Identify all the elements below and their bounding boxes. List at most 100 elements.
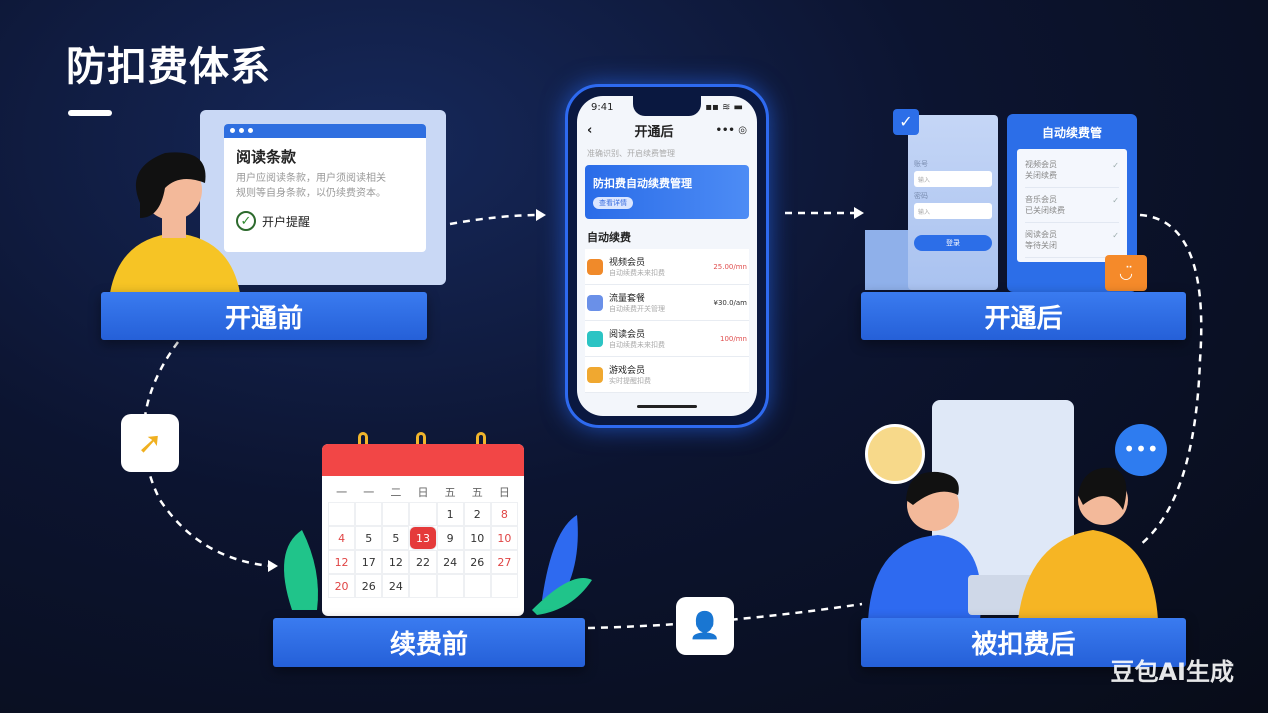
login-button[interactable]: 登录 <box>914 235 992 251</box>
auto-renew-item[interactable]: 视频会员关闭续费✓ <box>1025 153 1119 188</box>
checkmark-icon: ✓ <box>236 211 256 231</box>
calendar-day[interactable]: 2 <box>463 502 491 526</box>
checkmark-icon: ✓ <box>1112 196 1119 205</box>
calendar-day[interactable]: 17 <box>355 550 383 574</box>
item-name: 阅读会员 <box>609 330 646 340</box>
weekday-label: 日 <box>417 486 429 499</box>
calendar-day[interactable] <box>328 502 356 526</box>
people-illustration <box>868 467 1158 620</box>
avatar <box>865 424 925 484</box>
calendar-day[interactable] <box>409 574 437 598</box>
checkmark-icon: ✓ <box>893 109 919 135</box>
more-icon[interactable]: ••• ◎ <box>715 125 747 136</box>
watermark: 豆包AI生成 <box>1110 658 1234 686</box>
password-input[interactable]: 输入 <box>914 203 992 219</box>
phone-subtitle: 准确识别、开启续费管理 <box>587 149 675 158</box>
calendar-day[interactable]: 24 <box>382 574 410 598</box>
service-icon <box>587 258 603 275</box>
calendar-day[interactable] <box>436 574 464 598</box>
form-label: 账号 <box>914 160 928 168</box>
banner-title: 防扣费自动续费管理 <box>593 177 692 190</box>
item-name: 游戏会员 <box>609 366 646 376</box>
auto-renew-item[interactable]: 音乐会员已关闭续费 ✓ <box>1025 188 1119 223</box>
calendar-day[interactable] <box>409 502 437 526</box>
terms-body-2: 规则等自身条款，以仍续费资本。 <box>236 188 386 199</box>
calendar-day[interactable]: 1 <box>436 502 464 526</box>
stage-after-open: 开通后 <box>861 292 1186 340</box>
item-desc: 自动续费未来扣费 <box>609 341 665 349</box>
calendar-day[interactable] <box>382 502 410 526</box>
calendar-day[interactable]: 20 <box>328 574 356 598</box>
item-price: ¥30.0/am <box>713 298 747 307</box>
weekday-label: 一 <box>363 486 375 499</box>
calendar-day[interactable]: 24 <box>436 550 464 574</box>
auto-renew-item[interactable]: 阅读会员等待关闭 ✓ <box>1025 223 1119 258</box>
item-desc: 自动续费未来扣费 <box>609 269 665 277</box>
weekday-label: 一 <box>336 486 348 499</box>
item-price: 100/mn <box>720 334 747 343</box>
nav-title: 开通后 <box>634 125 674 140</box>
checkmark-icon: ✓ <box>1112 161 1119 170</box>
calendar-day[interactable]: 13 <box>409 526 437 550</box>
calendar-day[interactable] <box>463 574 491 598</box>
smiley-box-icon: ◡̈ <box>1105 255 1147 291</box>
item-name: 视频会员 <box>1025 160 1057 169</box>
renewal-item[interactable]: 流量套餐自动续费开关管理 ¥30.0/am <box>585 285 749 321</box>
phone-mockup: 9:41 ▪▪ ≋ ▬ ‹ 开通后 ••• ◎ 准确识别、开启续费管理 防扣费自动续费… <box>565 84 769 428</box>
service-icon <box>587 294 603 311</box>
back-icon[interactable]: ‹ <box>587 123 593 138</box>
calendar-day[interactable]: 5 <box>382 526 410 550</box>
terms-card: 阅读条款 用户应阅读条款，用户须阅读相关 规则等自身条款，以仍续费资本。 ✓开户… <box>224 124 426 252</box>
item-status: 等待关闭 <box>1025 241 1057 250</box>
renewal-item[interactable]: 视频会员自动续费未来扣费 25.00/mn <box>585 249 749 285</box>
reminder-label: 开户提醒 <box>262 214 311 229</box>
item-status: 已关闭续费 <box>1025 206 1065 215</box>
item-desc: 自动续费开关管理 <box>609 305 665 313</box>
weekday-label: 二 <box>390 486 402 499</box>
calendar-day[interactable]: 12 <box>382 550 410 574</box>
auto-renew-title: 自动续费管 <box>1041 126 1102 140</box>
service-icon <box>587 366 603 383</box>
calendar-day[interactable]: 10 <box>463 526 491 550</box>
item-name: 阅读会员 <box>1025 230 1057 239</box>
status-time: 9:41 <box>591 102 614 113</box>
section-title: 自动续费 <box>587 231 631 244</box>
weekday-label: 五 <box>471 486 483 499</box>
calendar-day[interactable]: 9 <box>436 526 464 550</box>
calendar-day[interactable]: 4 <box>328 526 356 550</box>
calendar-day[interactable] <box>355 502 383 526</box>
reminder-checkbox[interactable]: ✓ 开户提醒 <box>236 211 414 231</box>
chat-bubble-icon: ••• <box>1115 424 1167 476</box>
item-name: 视频会员 <box>609 258 646 268</box>
calendar-day[interactable]: 22 <box>409 550 437 574</box>
renewal-item[interactable]: 阅读会员自动续费未来扣费 100/mn <box>585 321 749 357</box>
item-price: 25.00/mn <box>713 262 747 271</box>
promo-banner[interactable]: 防扣费自动续费管理查看详情 <box>585 165 749 219</box>
calendar-day[interactable]: 26 <box>355 574 383 598</box>
calendar-day[interactable]: 27 <box>490 550 518 574</box>
home-indicator <box>637 405 697 408</box>
leaves-decoration <box>284 515 592 615</box>
signal-wifi-battery-icon: ▪▪ ≋ ▬ <box>705 102 743 113</box>
calendar-day[interactable]: 12 <box>328 550 356 574</box>
terms-heading: 阅读条款 <box>236 148 297 166</box>
account-input[interactable]: 输入 <box>914 171 992 187</box>
renewal-item[interactable]: 游戏会员实时提醒扣费 <box>585 357 749 393</box>
checkmark-icon: ✓ <box>1112 231 1119 240</box>
service-icon <box>587 330 603 347</box>
calendar-day[interactable] <box>490 574 518 598</box>
calendar-day[interactable]: 10 <box>490 526 518 550</box>
item-name: 流量套餐 <box>609 294 646 304</box>
calendar-day[interactable]: 26 <box>463 550 491 574</box>
title-underline <box>68 110 112 116</box>
stage-after-charge: 被扣费后 <box>861 618 1186 667</box>
calendar-day[interactable]: 8 <box>490 502 518 526</box>
weekday-label: 五 <box>444 486 456 499</box>
stage-before-open: 开通前 <box>101 292 427 340</box>
calendar-day[interactable]: 5 <box>355 526 383 550</box>
user-lock-icon: 👤 <box>676 597 734 655</box>
stage-before-renew: 续费前 <box>273 618 585 667</box>
item-name: 音乐会员 <box>1025 195 1057 204</box>
banner-badge[interactable]: 查看详情 <box>593 197 633 209</box>
